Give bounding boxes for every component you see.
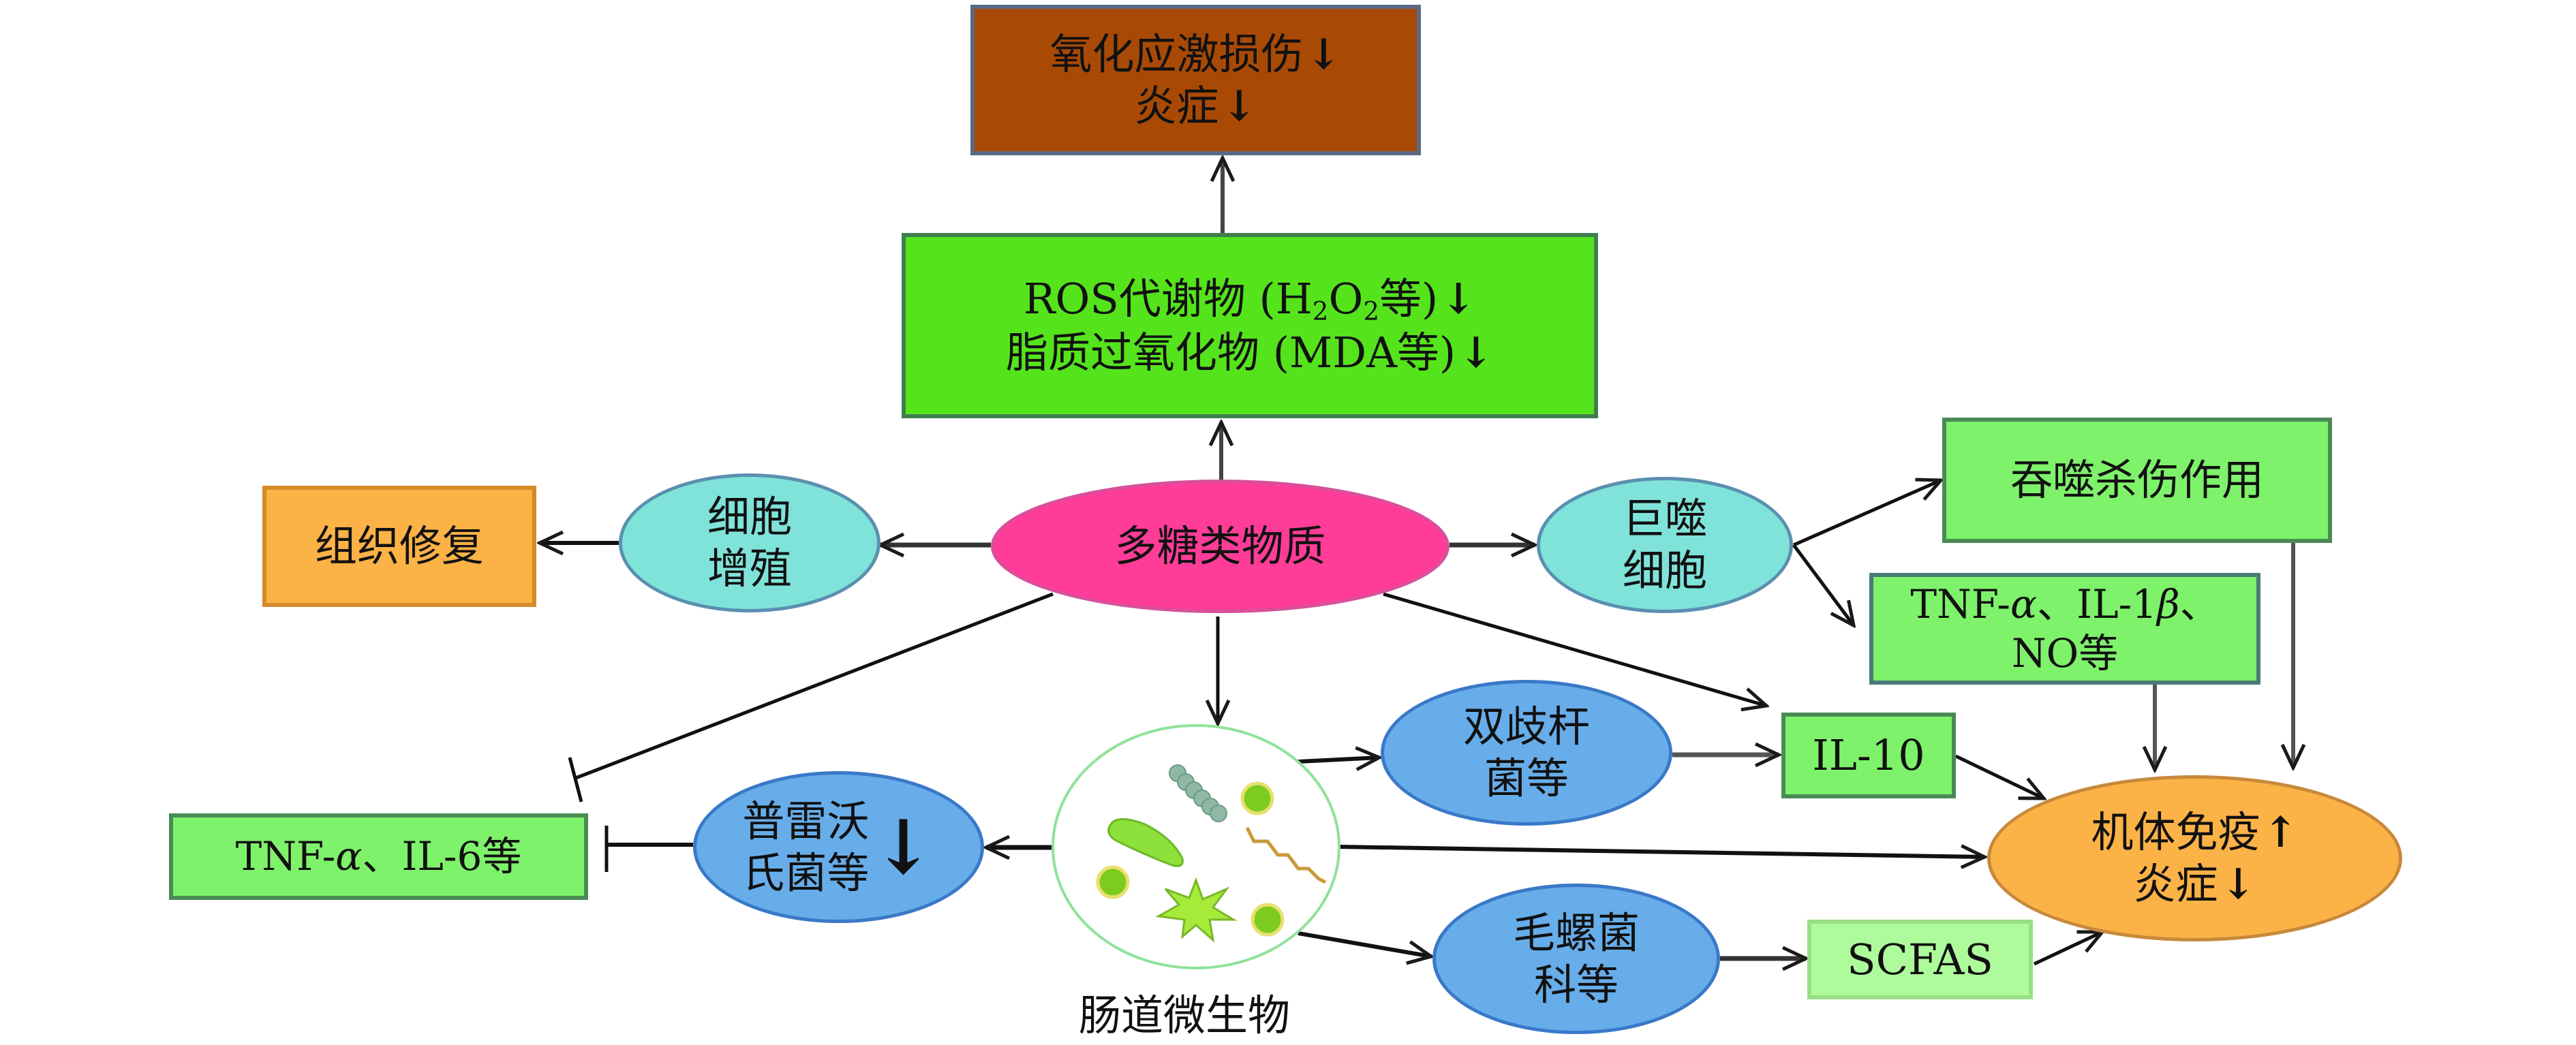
node-prevotella: 普雷沃 氏菌等 ↓ (693, 771, 984, 923)
microbe-rod-icon (1107, 818, 1184, 867)
edge-polysaccharide-inhibits-cytokines (575, 592, 1054, 780)
prevotella-text: 普雷沃 氏菌等 ↓ (742, 796, 934, 899)
proliferation-line1: 细胞 (707, 492, 792, 542)
lachnospira-line1: 毛螺菌 (1512, 907, 1640, 958)
macrophage-line1: 巨噬 (1622, 494, 1707, 544)
microbe-chain-icon (1169, 764, 1227, 822)
node-ros: ROS代谢物 (H2O2等) 脂质过氧化物 (MDA等) (902, 233, 1598, 418)
ros-line1: ROS代谢物 (H2O2等) (1024, 273, 1476, 327)
node-lachnospiraceae: 毛螺菌 科等 (1432, 884, 1720, 1034)
immunity-line1: 机体免疫 (2091, 807, 2299, 858)
inflam-cytokines-label: TNF-α、IL-6等 (235, 833, 522, 880)
edge-microbiota-to-bifido (1298, 758, 1379, 762)
bifido-line2: 菌等 (1484, 753, 1569, 803)
node-macrophage-cytokines: TNF-α、IL-1β、 NO等 (1869, 573, 2260, 685)
prevotella-line2: 氏菌等 (742, 847, 870, 898)
node-scfas: SCFAS (1807, 920, 2033, 999)
scfas-label: SCFAS (1847, 934, 1993, 984)
il10-label: IL-10 (1812, 730, 1925, 781)
microbe-coccus-icon (1096, 865, 1130, 899)
gut-microbiota-label: 肠道微生物 (1079, 991, 1291, 1040)
edge-microbiota-to-lachnospira (1298, 931, 1431, 956)
node-bifidobacterium: 双歧杆 菌等 (1381, 680, 1672, 826)
macro-cytokines-line1: TNF-α、IL-1β、 (1910, 580, 2220, 627)
oxidative-line2: 炎症 (1135, 80, 1257, 132)
immunity-line2: 炎症 (2134, 858, 2256, 910)
edge-il10-to-immunity (1954, 754, 2044, 798)
node-polysaccharide: 多糖类物质 (991, 480, 1450, 613)
node-inflammatory-cytokines: TNF-α、IL-6等 (169, 813, 588, 900)
down-arrow-icon: ↓ (872, 803, 935, 891)
node-cell-proliferation: 细胞 增殖 (619, 473, 880, 612)
bifido-line1: 双歧杆 (1462, 702, 1590, 752)
edge-macrophage-to-phagocytosis (1792, 480, 1941, 547)
node-immunity: 机体免疫 炎症 (1987, 775, 2402, 941)
ros-line2: 脂质过氧化物 (MDA等) (1006, 327, 1494, 379)
macro-cytokines-line2: NO等 (2011, 630, 2119, 676)
lachnospira-line2: 科等 (1533, 959, 1619, 1010)
polysaccharide-label: 多糖类物质 (1114, 521, 1326, 572)
proliferation-line2: 增殖 (707, 544, 792, 593)
node-tissue-repair: 组织修复 (262, 486, 536, 607)
edge-polysaccharide-to-il10 (1383, 592, 1766, 706)
macrophage-line2: 细胞 (1622, 546, 1707, 595)
prevotella-line1: 普雷沃 (742, 796, 870, 846)
edge-scfas-to-immunity (2033, 932, 2102, 966)
tissue-repair-label: 组织修复 (314, 521, 484, 572)
node-gut-microbiota (1052, 724, 1340, 969)
node-oxidative-stress: 氧化应激损伤 炎症 (970, 5, 1421, 155)
microbe-coccus-icon (1251, 903, 1285, 937)
microbe-coccus-icon (1240, 781, 1274, 815)
inhibit-bar-1 (568, 757, 583, 802)
phagocytosis-label: 吞噬杀伤作用 (2010, 455, 2264, 505)
node-macrophage: 巨噬 细胞 (1537, 477, 1793, 613)
node-il10: IL-10 (1781, 713, 1956, 798)
oxidative-line1: 氧化应激损伤 (1050, 29, 1342, 80)
microbe-star-icon (1155, 877, 1238, 943)
node-phagocytosis: 吞噬杀伤作用 (1942, 418, 2332, 543)
edge-microbiota-to-immunity (1338, 847, 1984, 857)
edge-macrophage-to-cytokines (1792, 544, 1854, 625)
microbe-spiral-icon (1245, 826, 1327, 884)
